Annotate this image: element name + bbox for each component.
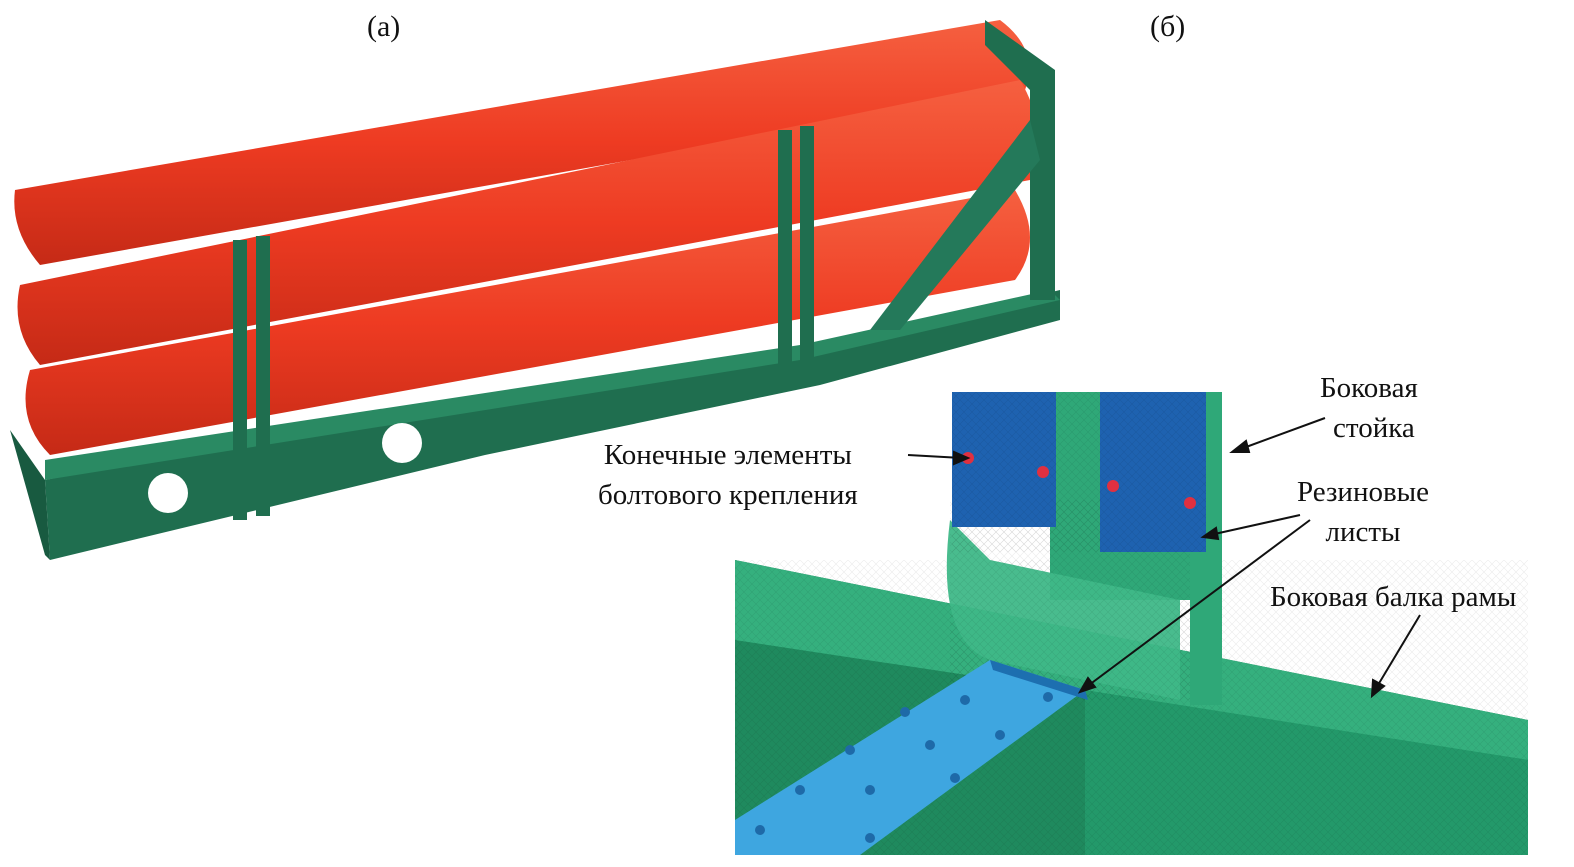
bolt-plate [735, 660, 1085, 855]
label-rubber-sheets: Резиновые листы [1297, 472, 1429, 552]
label-side-post: Боковая стойка [1320, 368, 1418, 448]
frame-hole [382, 423, 422, 463]
bolt-elements [962, 452, 1196, 509]
frame [10, 20, 1060, 560]
frame-hole [148, 473, 188, 513]
annotation-arrows [907, 417, 1421, 699]
panel-a-model [10, 20, 1060, 560]
label-line: болтового крепления [598, 479, 858, 511]
panel-b-label: (б) [1150, 10, 1186, 43]
label-bolt-elements: Конечные элементы болтового крепления [598, 435, 858, 515]
panel-b-model [735, 392, 1528, 855]
panel-a-label: (а) [367, 10, 401, 43]
label-line: листы [1325, 516, 1401, 548]
side-post [800, 126, 814, 366]
label-line: стойка [1333, 412, 1415, 444]
label-side-beam: Боковая балка рамы [1270, 581, 1517, 613]
label-line: Резиновые [1297, 476, 1430, 508]
side-post [233, 240, 247, 520]
label-line: Боковая [1320, 372, 1418, 404]
label-line: Конечные элементы [603, 439, 852, 471]
pipe-top [14, 20, 1030, 265]
side-post [778, 130, 792, 370]
side-post [256, 236, 270, 516]
